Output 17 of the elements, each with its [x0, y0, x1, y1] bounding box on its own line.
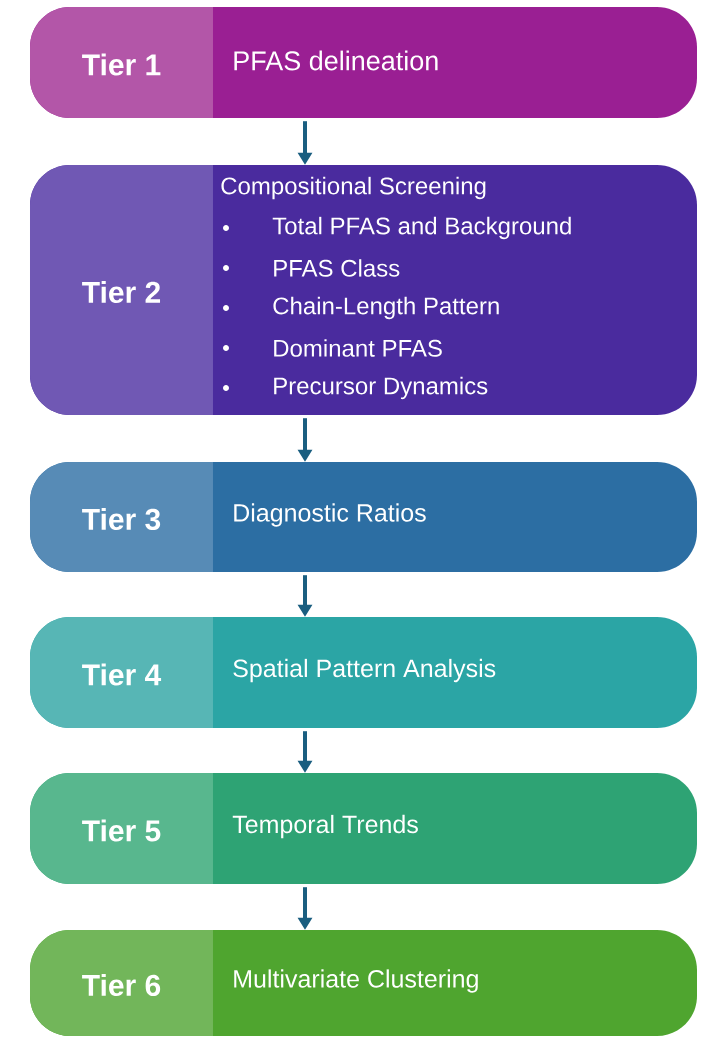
node-label: Compositional Screening: [221, 176, 486, 200]
node-label: Multivariate Clustering: [234, 969, 478, 993]
node-label: Tier 2: [82, 280, 161, 304]
node-label: Tier 5: [82, 819, 161, 842]
node-label: Tier 4: [82, 663, 162, 686]
node-label: Tier 3: [82, 507, 161, 531]
node-label: Total PFAS and Background: [272, 216, 571, 240]
node-label: PFAS delineation: [234, 50, 438, 71]
node-label: Tier 6: [82, 973, 161, 997]
node-label: Tier 1: [82, 53, 161, 76]
node-label: Spatial Pattern Analysis: [233, 658, 496, 683]
node-label: PFAS Class: [274, 259, 400, 277]
node-label: Chain-Length Pattern: [273, 296, 499, 320]
node-label: Diagnostic Ratios: [234, 503, 426, 527]
node-label: Precursor Dynamics: [274, 376, 488, 400]
node-label: Dominant PFAS: [274, 339, 442, 357]
node-label: Temporal Trends: [232, 814, 418, 839]
